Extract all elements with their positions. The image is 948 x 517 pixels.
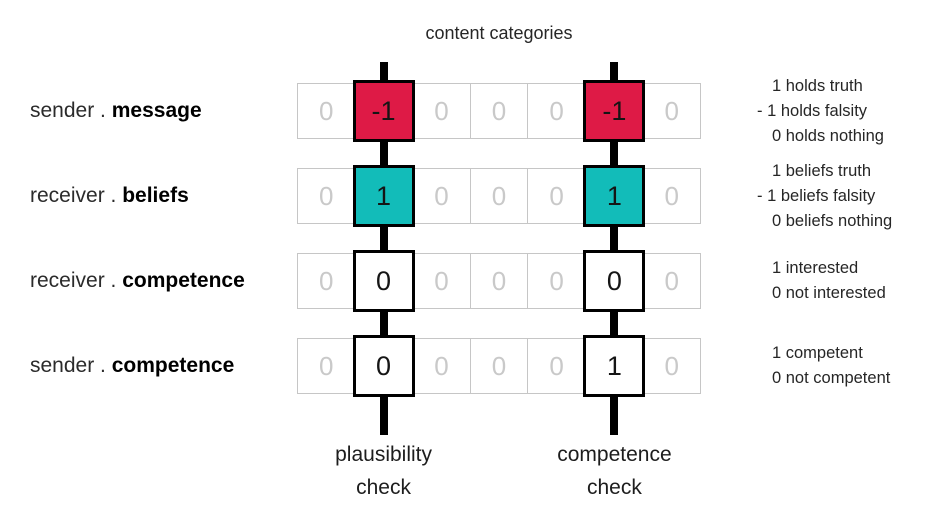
- check-line: [610, 62, 619, 435]
- legend-line: 1 beliefs truth: [772, 161, 872, 180]
- grid-cell: 0: [527, 83, 586, 139]
- grid-cell: 0: [412, 83, 471, 139]
- legend-block: 1 interested 0 not interested: [757, 256, 886, 306]
- row-label: sender . message: [30, 83, 202, 139]
- check-line: [379, 62, 388, 435]
- highlighted-cell: 1: [583, 335, 646, 397]
- row-label-separator: .: [94, 99, 112, 122]
- highlighted-cell: 1: [583, 165, 646, 227]
- grid-cell: 0: [412, 338, 471, 394]
- grid-cell: 0: [469, 83, 529, 139]
- row-label: receiver . competence: [30, 253, 245, 309]
- check-label: competence check: [514, 438, 714, 504]
- legend-line: 1 interested: [772, 259, 859, 277]
- highlighted-cell: 0: [352, 335, 415, 397]
- check-label-line2: check: [356, 476, 411, 499]
- check-label: plausibility check: [284, 438, 484, 504]
- row-label-normal: sender: [30, 354, 95, 377]
- grid-cell: 0: [642, 168, 702, 224]
- row-label: sender . competence: [30, 338, 234, 394]
- highlighted-cell: 0: [583, 250, 646, 312]
- legend-block: 1 holds truth - 1 holds falsity 0 holds no…: [757, 74, 884, 149]
- grid-cell: 0: [297, 83, 356, 139]
- row-label-normal: receiver: [30, 184, 105, 207]
- grid-cell: 0: [469, 338, 529, 394]
- highlighted-cell: -1: [352, 80, 415, 142]
- legend-line: - 1 holds falsity: [757, 101, 868, 120]
- legend-block: 1 beliefs truth - 1 beliefs falsity 0 beli…: [757, 159, 892, 234]
- grid-cell: 0: [297, 338, 356, 394]
- legend-line: 1 holds truth: [772, 76, 863, 95]
- legend-line: 0 not competent: [772, 369, 891, 387]
- legend-line: - 1 beliefs falsity: [757, 186, 876, 205]
- row-label-separator: .: [94, 354, 112, 377]
- highlighted-cell: 1: [352, 165, 415, 227]
- grid-cell: 0: [412, 168, 471, 224]
- grid-cell: 0: [469, 168, 529, 224]
- grid-cell: 0: [412, 253, 471, 309]
- row-label-separator: .: [104, 184, 123, 207]
- legend-line: 0 beliefs nothing: [772, 211, 893, 230]
- check-label-line2: check: [586, 476, 642, 499]
- legend-block: 1 competent 0 not competent: [757, 341, 890, 391]
- grid-cell: 0: [527, 168, 586, 224]
- diagram-title: content categories: [425, 23, 573, 43]
- legend-line: 0 not interested: [772, 284, 886, 302]
- row-label-bold: competence: [111, 354, 235, 377]
- grid-cell: 0: [297, 168, 356, 224]
- grid-cell: 0: [642, 253, 702, 309]
- grid-cell: 0: [527, 338, 586, 394]
- grid-cell: 0: [297, 253, 356, 309]
- row-label-bold: beliefs: [122, 184, 189, 207]
- row-label-normal: sender: [30, 99, 95, 122]
- grid-cell: 0: [642, 83, 702, 139]
- row-label-bold: message: [111, 99, 202, 122]
- grid-cell: 0: [527, 253, 586, 309]
- highlighted-cell: -1: [583, 80, 646, 142]
- grid-cell: 0: [469, 253, 529, 309]
- check-label-line1: plausibility: [335, 443, 432, 466]
- legend-line: 1 competent: [772, 344, 863, 362]
- row-label-separator: .: [104, 269, 123, 292]
- grid-cell: 0: [642, 338, 702, 394]
- check-label-line1: competence: [557, 443, 672, 466]
- row-label-normal: receiver: [30, 269, 105, 292]
- highlighted-cell: 0: [352, 250, 415, 312]
- legend-line: 0 holds nothing: [772, 126, 884, 145]
- row-label: receiver . beliefs: [30, 168, 189, 224]
- row-label-bold: competence: [122, 269, 245, 292]
